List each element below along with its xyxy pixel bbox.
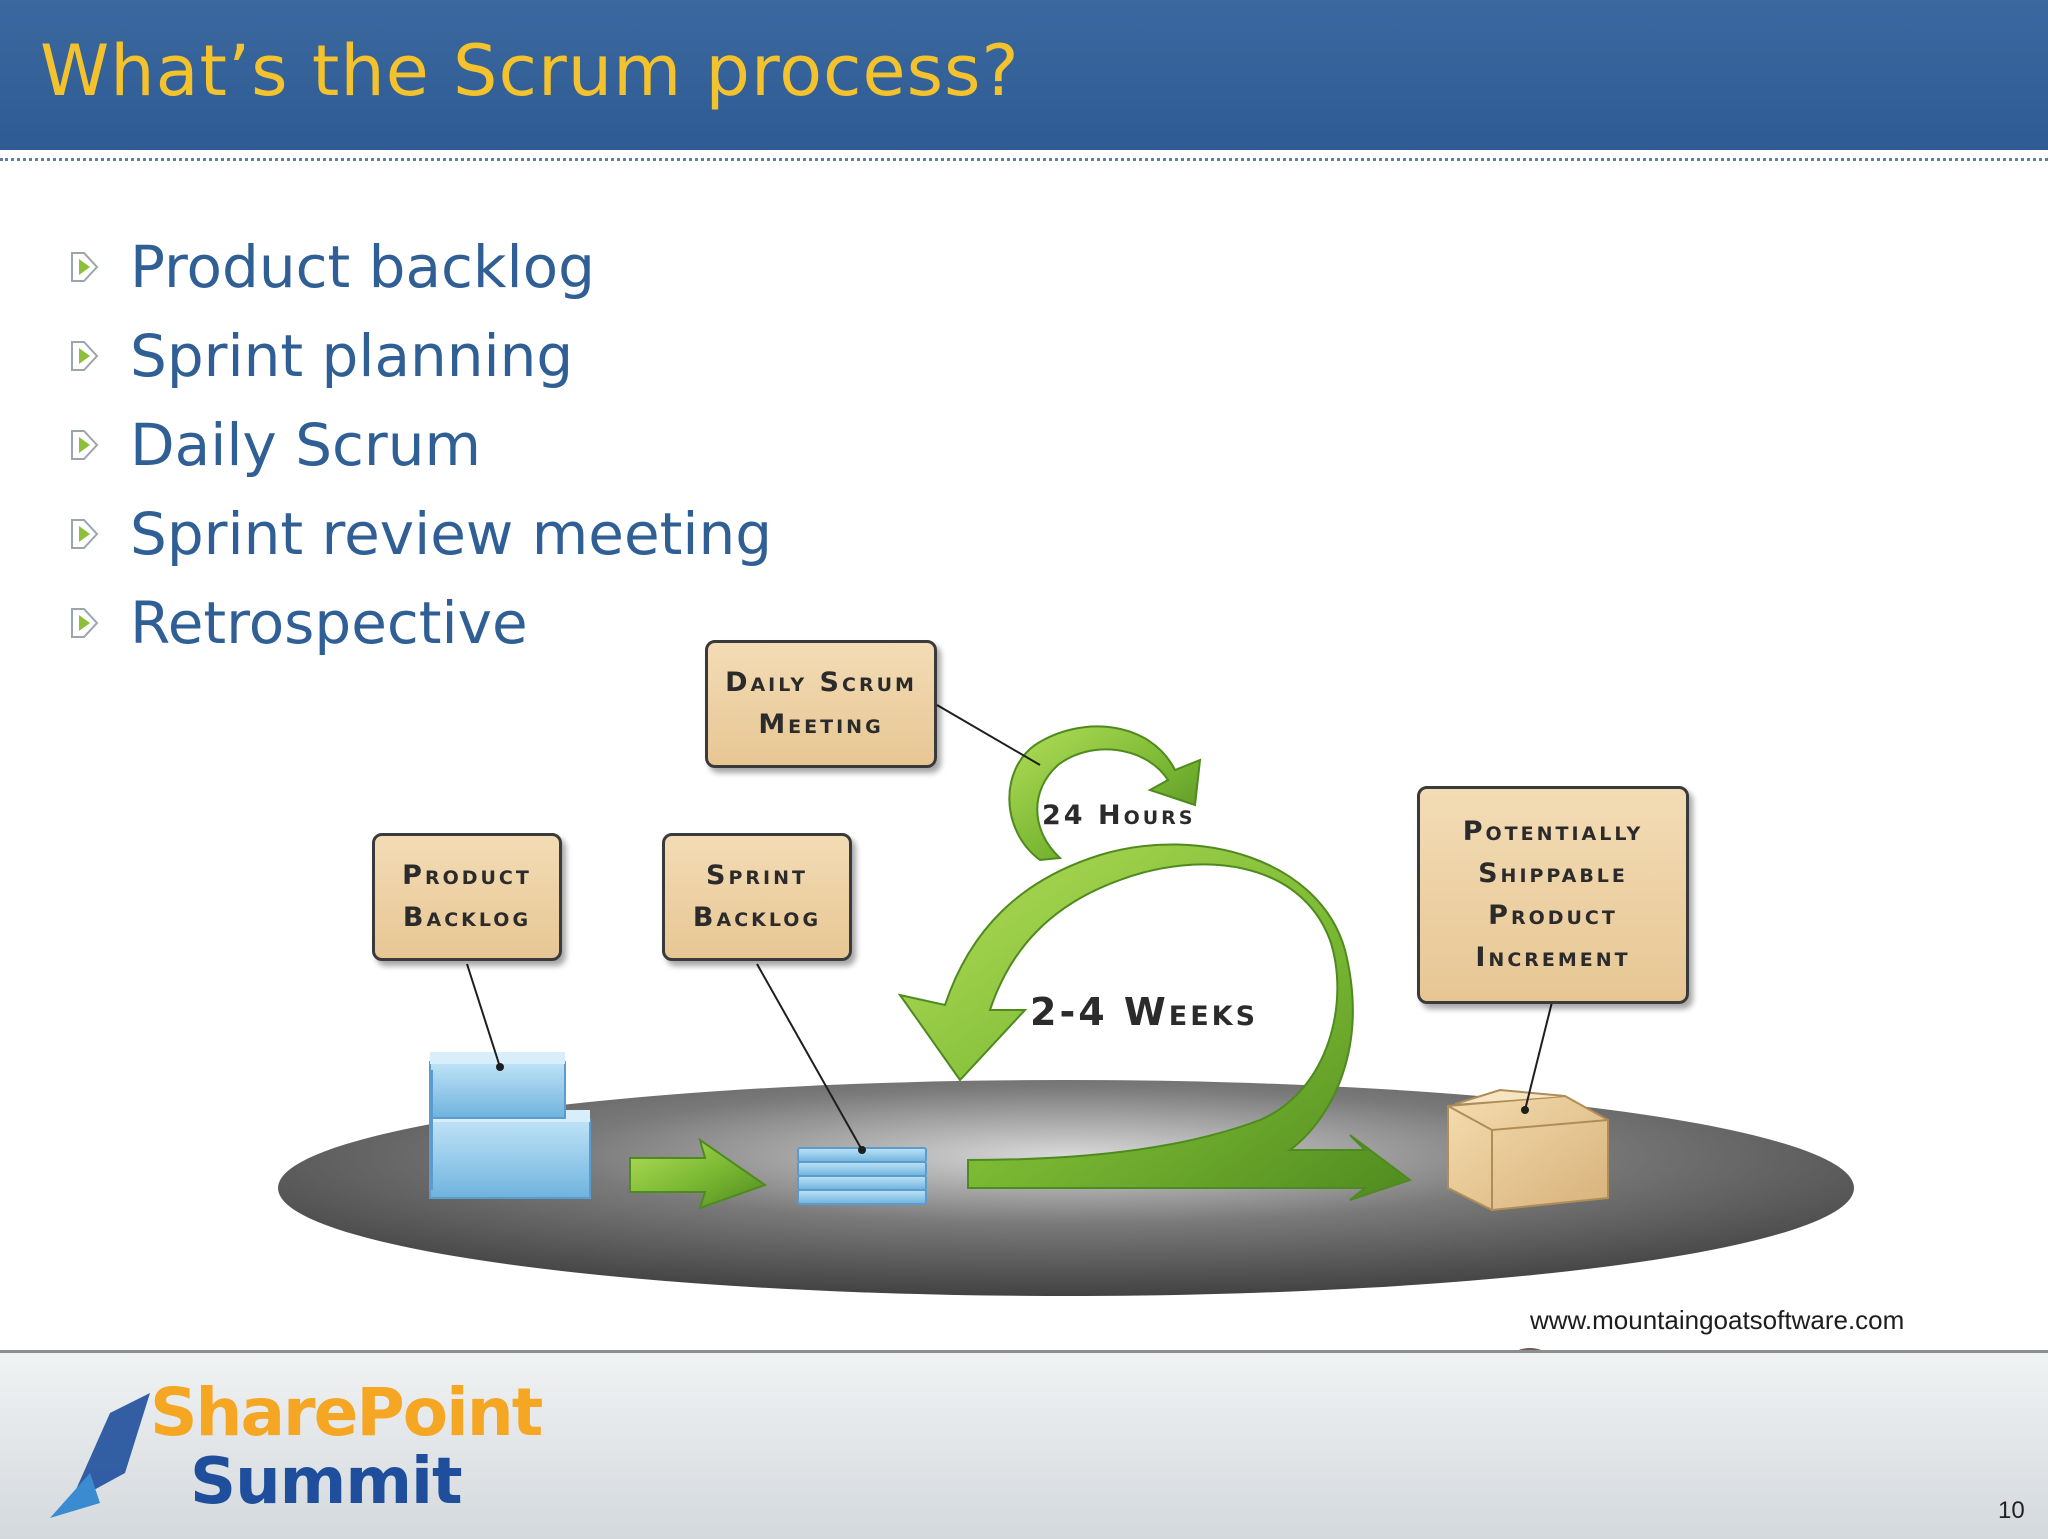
tag-line: Backlog <box>692 902 822 933</box>
sharepoint-summit-logo: SharePoint Summit <box>50 1374 545 1519</box>
planning-arrow <box>629 1137 768 1210</box>
bullet-item: Sprint review meeting <box>70 489 772 578</box>
svg-text:SharePoint: SharePoint <box>150 1374 543 1451</box>
connector-dot <box>858 1146 866 1154</box>
bullet-text: Product backlog <box>130 232 595 301</box>
bullet-arrow-icon <box>71 518 99 549</box>
daily-loop-arrow <box>1008 725 1202 862</box>
tag-line: Backlog <box>402 902 532 933</box>
bullet-text: Retrospective <box>130 588 528 657</box>
cycle-2-4-weeks-label: 2-4 Weeks <box>1030 990 1259 1034</box>
product-backlog-tag: Product Backlog <box>372 833 562 961</box>
slide-title: What’s the Scrum process? <box>40 30 1020 112</box>
potentially-shippable-tag: Potentially Shippable Product Increment <box>1417 786 1689 1004</box>
bullet-text: Sprint planning <box>130 321 574 390</box>
bullet-text: Daily Scrum <box>130 410 482 479</box>
connector-line <box>466 963 501 1068</box>
product-backlog-stack <box>429 1052 591 1199</box>
tag-line: Meeting <box>758 709 884 740</box>
page-number: 10 <box>1998 1497 2025 1524</box>
tag-line: Sprint <box>706 860 808 892</box>
tag-line: Daily Scrum <box>725 667 917 699</box>
cycle-24-hours-label: 24 Hours <box>1042 800 1196 831</box>
daily-scrum-meeting-tag: Daily Scrum Meeting <box>705 640 937 768</box>
bullet-item: Product backlog <box>70 222 772 311</box>
tag-line: Potentially <box>1462 816 1644 848</box>
header-divider <box>0 158 2048 161</box>
svg-text:Summit: Summit <box>190 1445 462 1519</box>
bullet-arrow-icon <box>71 607 99 638</box>
tag-line: Product <box>1488 900 1618 931</box>
connector-line <box>936 704 1041 766</box>
bullet-item: Daily Scrum <box>70 400 772 489</box>
connector-line <box>756 963 863 1151</box>
tag-line: Shippable <box>1478 858 1628 890</box>
bullet-arrow-icon <box>71 251 99 282</box>
tag-line: Product <box>402 860 532 892</box>
sprint-backlog-stack <box>797 1147 927 1205</box>
bullet-item: Retrospective <box>70 578 772 667</box>
bullet-arrow-icon <box>71 429 99 460</box>
bullet-text: Sprint review meeting <box>130 499 773 568</box>
platform-disc <box>278 1080 1854 1296</box>
connector-dot <box>1521 1106 1529 1114</box>
source-credit: www.mountaingoatsoftware.com <box>1530 1305 1905 1335</box>
tag-line: Increment <box>1475 941 1631 973</box>
connector-line <box>1524 1001 1553 1111</box>
bullet-item: Sprint planning <box>70 311 772 400</box>
slide-header: What’s the Scrum process? <box>0 0 2048 150</box>
bullet-list: Product backlog Sprint planning Daily Sc… <box>70 222 772 667</box>
bullet-arrow-icon <box>71 340 99 371</box>
footer-banner: SharePoint Summit <box>0 1350 2048 1539</box>
sprint-backlog-tag: Sprint Backlog <box>662 833 852 961</box>
shippable-product-box <box>1447 1088 1609 1212</box>
connector-dot <box>496 1063 504 1071</box>
